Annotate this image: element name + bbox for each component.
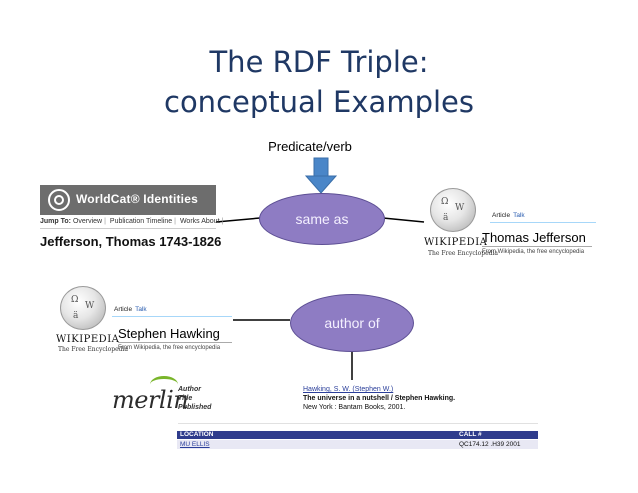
wikipedia-wordmark: WIKIPEDIA [424,237,488,248]
merlin-row-published: Published New York : Bantam Books, 2001. [178,404,538,413]
wikipedia-tab-divider [490,222,596,223]
merlin-holding-call: QC174.12 .H39 2001 [459,441,521,448]
worldcat-nav-works-about[interactable]: Works About [179,218,220,225]
merlin-row-author: Author Hawking, S. W. (Stephen W.) [178,386,538,395]
wikipedia-tagline: The Free Encyclopedia [58,346,128,353]
tab-talk[interactable]: Talk [513,212,525,219]
merlin-value-author[interactable]: Hawking, S. W. (Stephen W.) [303,386,394,393]
predicate-ellipse-same-as: same as [259,193,385,245]
merlin-holdings-row: MU ELLIS QC174.12 .H39 2001 [177,440,538,449]
wikipedia-wordmark: WIKIPEDIA [56,334,120,345]
wikipedia-title-underline [482,246,592,247]
worldcat-header-bar: WorldCat® Identities [40,185,216,215]
slide-title-line-2: conceptual Examples [164,85,474,119]
wikipedia-title-underline [118,342,232,343]
wikipedia-article-title: Thomas Jefferson [482,230,586,245]
merlin-value-published: New York : Bantam Books, 2001. [303,404,406,411]
worldcat-nav-timeline[interactable]: Publication Timeline [109,218,173,225]
merlin-label-author: Author [178,386,201,393]
worldcat-identity-name: Jefferson, Thomas 1743-1826 [40,234,222,249]
slide-title-line-1: The RDF Triple: [209,45,429,79]
predicate-ellipse-author-of: author of [290,294,414,352]
worldcat-nav-label: Jump To: [40,218,71,225]
worldcat-logo-text: WorldCat® Identities [76,192,198,206]
merlin-row-title: Title The universe in a nutshell / Steph… [178,395,538,404]
connector-same-as-to-wikipedia-jefferson [382,217,425,223]
merlin-holding-location[interactable]: MU ELLIS [180,441,210,448]
wikipedia-article-title: Stephen Hawking [118,326,220,341]
wikipedia-tab-divider [112,316,232,317]
merlin-header-call: CALL # [459,431,482,438]
wikipedia-tagline: The Free Encyclopedia [428,250,498,257]
wikipedia-from-text: From Wikipedia, the free encyclopedia [482,249,585,255]
down-arrow-icon [304,157,338,194]
worldcat-nav: Jump To: Overview| Publication Timeline|… [40,218,224,225]
merlin-label-published: Published [178,404,212,411]
wikipedia-from-text: From Wikipedia, the free encyclopedia [118,345,221,351]
merlin-holdings-header: LOCATION CALL # [177,431,538,439]
tab-article[interactable]: Article [492,212,511,219]
merlin-logo: merlin [112,386,189,414]
worldcat-logo-icon [48,189,70,211]
merlin-logo-arc-icon [150,376,178,393]
worldcat-divider [40,228,216,229]
tab-article[interactable]: Article [114,306,133,313]
predicate-label: Predicate/verb [268,139,352,154]
merlin-label-title: Title [178,395,193,402]
merlin-header-location: LOCATION [180,431,214,438]
worldcat-nav-overview[interactable]: Overview [72,218,103,225]
merlin-divider [178,423,538,424]
connector-worldcat-to-same-as [215,217,261,223]
merlin-value-title: The universe in a nutshell / Stephen Haw… [303,395,456,402]
tab-talk[interactable]: Talk [135,306,147,313]
